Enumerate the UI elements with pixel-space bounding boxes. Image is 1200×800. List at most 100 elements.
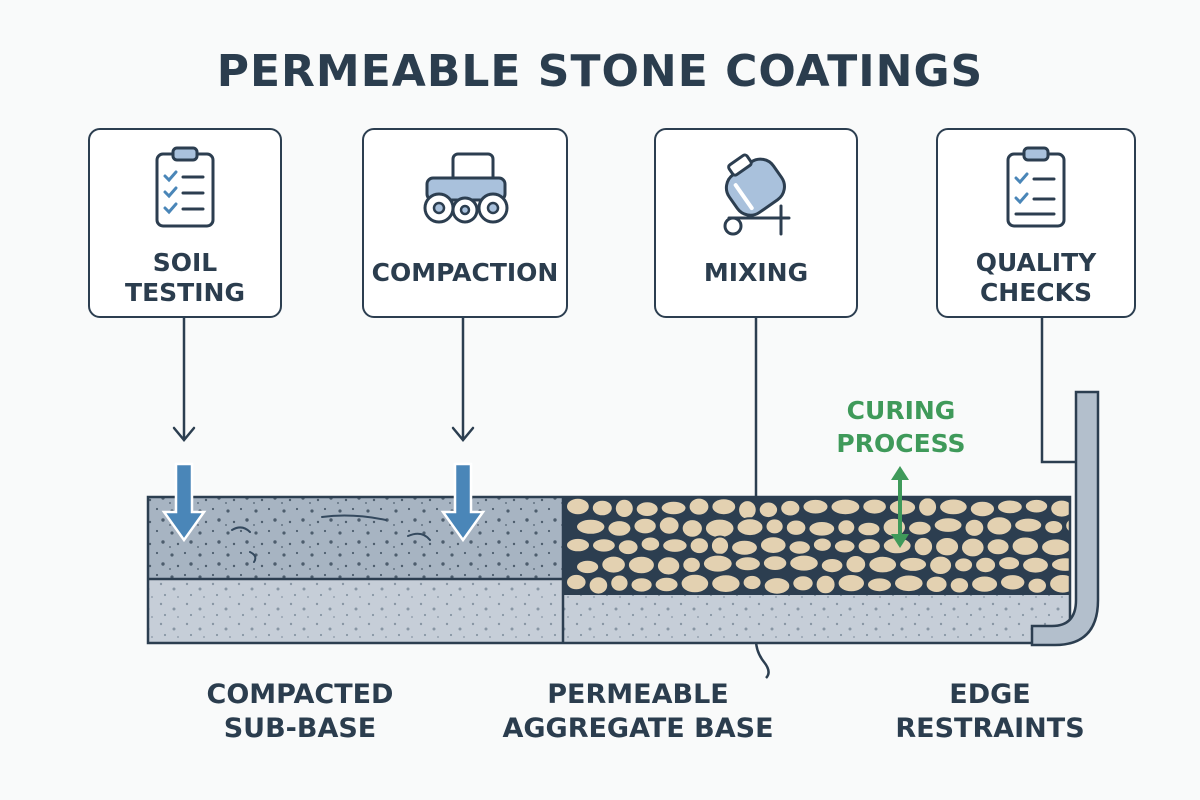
step-label-soil-testing: SOIL TESTING [125,248,245,307]
aggregate-stone [687,497,711,517]
aggregate-stone [856,520,882,538]
step-card-compaction: COMPACTION [362,128,568,318]
aggregate-stone [811,536,833,553]
aggregate-stone [661,537,689,554]
aggregate-stone [761,554,789,572]
compaction-down-arrow [440,462,486,543]
step-label-mixing: MIXING [703,258,809,287]
aggregate-stone [787,539,812,556]
aggregate-stone [1010,535,1041,557]
aggregate-stone [613,497,635,519]
aggregate-stone [606,519,633,538]
aggregate-stone [681,555,702,575]
connector-quality-checks-line [1040,318,1078,464]
cement-mixer-icon [723,153,791,236]
aggregate-stone [1050,556,1070,573]
aggregate-stone [1040,537,1070,558]
aggregate-stone [600,554,627,575]
aggregate-stone [912,535,935,558]
edge-restraint-curb [1030,390,1100,647]
aggregate-stone [735,517,765,538]
aggregate-stone [659,499,688,517]
aggregate-stone [657,515,681,536]
diagram-title: PERMEABLE STONE COATINGS [216,46,984,97]
aggregate-stone [963,517,986,538]
aggregate-stone [629,576,654,594]
aggregate-stone [861,497,888,516]
aggregate-stone [844,554,868,575]
aggregate-stone [791,574,815,593]
aggregate-stone [1049,498,1070,519]
aggregate-stone [928,554,954,576]
aggregate-stone [764,517,785,536]
step-card-mixing: MIXING [654,128,858,318]
aggregate-stone [730,538,759,557]
aggregate-stone [801,497,830,516]
aggregate-stone [1023,497,1050,515]
aggregate-stone [741,573,763,592]
aggregate-stone [679,572,711,595]
aggregate-stone [590,498,614,518]
clipboard-checklist-icon [1006,146,1066,228]
aggregate-stone [934,536,961,558]
aggregate-stone [587,575,610,595]
aggregate-stone [1013,516,1044,534]
aggregate-stone [710,497,738,517]
aggregate-stone [953,556,975,574]
aggregate-stone [565,572,588,592]
aggregate-stone [759,535,788,555]
aggregate-stone [960,536,986,559]
aggregate-stone [709,535,731,557]
aggregate-stone [737,499,758,521]
aggregate-stone [575,517,607,536]
aggregate-stone [632,516,658,536]
aggregate-stone [932,516,964,534]
aggregate-stone [997,555,1022,572]
aggregate-stone [655,555,682,577]
aggregate-stone [819,557,845,575]
aggregate-stone [856,537,882,556]
aggregate-stone [829,497,862,517]
curing-process-label: CURING PROCESS [836,396,966,458]
step-label-compaction: COMPACTION [371,258,559,287]
aggregate-stone [779,498,802,518]
tractor-icon [423,152,509,224]
aggregate-stone [867,554,899,575]
aggregate-stone [999,573,1027,592]
aggregate-stone [653,575,680,594]
aggregate-stone [1043,519,1065,536]
compaction-down-arrow [161,462,207,543]
clipboard-checklist-icon [155,146,215,228]
aggregate-stone [814,573,837,595]
aggregate-stone [1048,573,1070,595]
aggregate-stone [626,554,656,576]
aggregate-stone [616,538,640,557]
aggregate-stone [924,574,949,594]
aggregate-stone [639,535,662,553]
aggregate-stone [996,498,1024,516]
layer-label-edge-restraints: EDGE RESTRAINTS [895,679,1085,744]
aggregate-stone [974,555,998,575]
connector-soil-testing-arrow [172,318,196,442]
curing-double-arrow [891,466,909,548]
aggregate-stone [788,553,820,573]
aggregate-stone [907,519,933,537]
step-card-soil-testing: SOIL TESTING [88,128,282,318]
aggregate-stone [938,497,969,517]
aggregate-stone [887,498,918,517]
aggregate-stone [968,499,997,519]
aggregate-stone [836,518,857,537]
aggregate-stone [710,573,742,594]
aggregate-stone [948,576,971,595]
aggregate-stone [733,555,762,573]
aggregate-stone [917,497,939,518]
aggregate-stone [898,555,929,573]
aggregate-stone [688,536,710,556]
aggregate-stone [1021,555,1050,575]
aggregate-stone [565,536,591,554]
aggregate-stone [762,576,792,595]
aggregate-stone [680,518,704,539]
aggregate-stone [565,497,591,517]
aggregate-stone [1026,576,1048,595]
